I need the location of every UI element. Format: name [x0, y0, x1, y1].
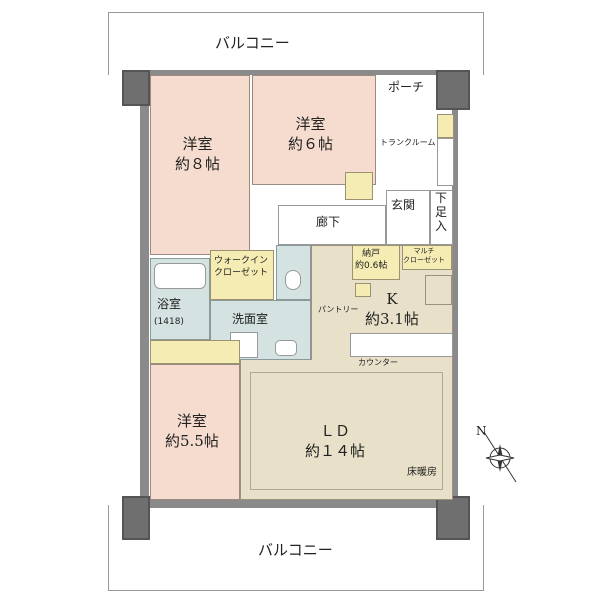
- entrance: [386, 190, 430, 245]
- hallway-label: 廊下: [316, 215, 341, 229]
- walk-in-closet: [210, 250, 274, 300]
- room-western-8: [150, 75, 250, 255]
- shoe-cabinet: [430, 190, 453, 245]
- compass-icon: [483, 431, 517, 483]
- hallway: [278, 205, 386, 245]
- wic-label: ウォークインクローゼット: [214, 256, 269, 278]
- balcony-bottom-label: バルコニー: [258, 541, 333, 559]
- multi-closet: [402, 245, 452, 270]
- living-dining: [240, 360, 453, 500]
- wall-bottom: [140, 500, 456, 508]
- pillar: [122, 496, 150, 540]
- floor-heating-area: [250, 372, 443, 490]
- pillar: [122, 70, 150, 106]
- shoe-cabinet-label: 下足入: [434, 191, 447, 233]
- multi-closet-label: マルチクローゼット: [403, 247, 445, 265]
- washroom-label: 洗面室: [232, 312, 269, 326]
- pantry: [355, 283, 371, 297]
- pillar: [436, 496, 470, 540]
- bathtub-icon: [154, 263, 206, 289]
- balcony-top: [108, 12, 484, 75]
- pantry-label: パントリー: [318, 305, 359, 314]
- shaft: [437, 138, 454, 186]
- wall-top: [140, 70, 456, 75]
- closet: [345, 172, 373, 200]
- room-label: 洋室約６帖: [288, 115, 334, 153]
- balcony-top-label: バルコニー: [215, 34, 290, 52]
- storage-room: [352, 245, 400, 280]
- wall-right: [452, 70, 458, 505]
- floor-heating-label: 床暖房: [407, 467, 437, 478]
- toilet-icon: [285, 270, 301, 290]
- room-label: 洋室約８帖: [175, 135, 221, 173]
- kitchen-counter: [350, 333, 453, 357]
- room-western-6: [252, 75, 376, 185]
- counter-label: カウンター: [358, 358, 398, 367]
- bath-label: 浴室(1418): [154, 297, 184, 327]
- sink-icon: [275, 340, 297, 356]
- porch: [378, 75, 436, 187]
- fridge-space: [425, 275, 452, 305]
- trunk-room-label: トランクルーム: [380, 138, 436, 147]
- pillar: [436, 70, 470, 110]
- room-western-5-5: [150, 364, 240, 500]
- closet: [150, 340, 240, 364]
- porch-label: ポーチ: [388, 80, 425, 94]
- balcony-bottom: [108, 505, 484, 591]
- trunk-room: [437, 114, 454, 138]
- room-label: 洋室約5.5帖: [165, 412, 219, 450]
- compass-north-label: N: [476, 424, 487, 438]
- entrance-label: 玄関: [391, 198, 416, 212]
- wall-left: [140, 70, 149, 505]
- storage-label: 納戸約0.6帖: [355, 249, 388, 271]
